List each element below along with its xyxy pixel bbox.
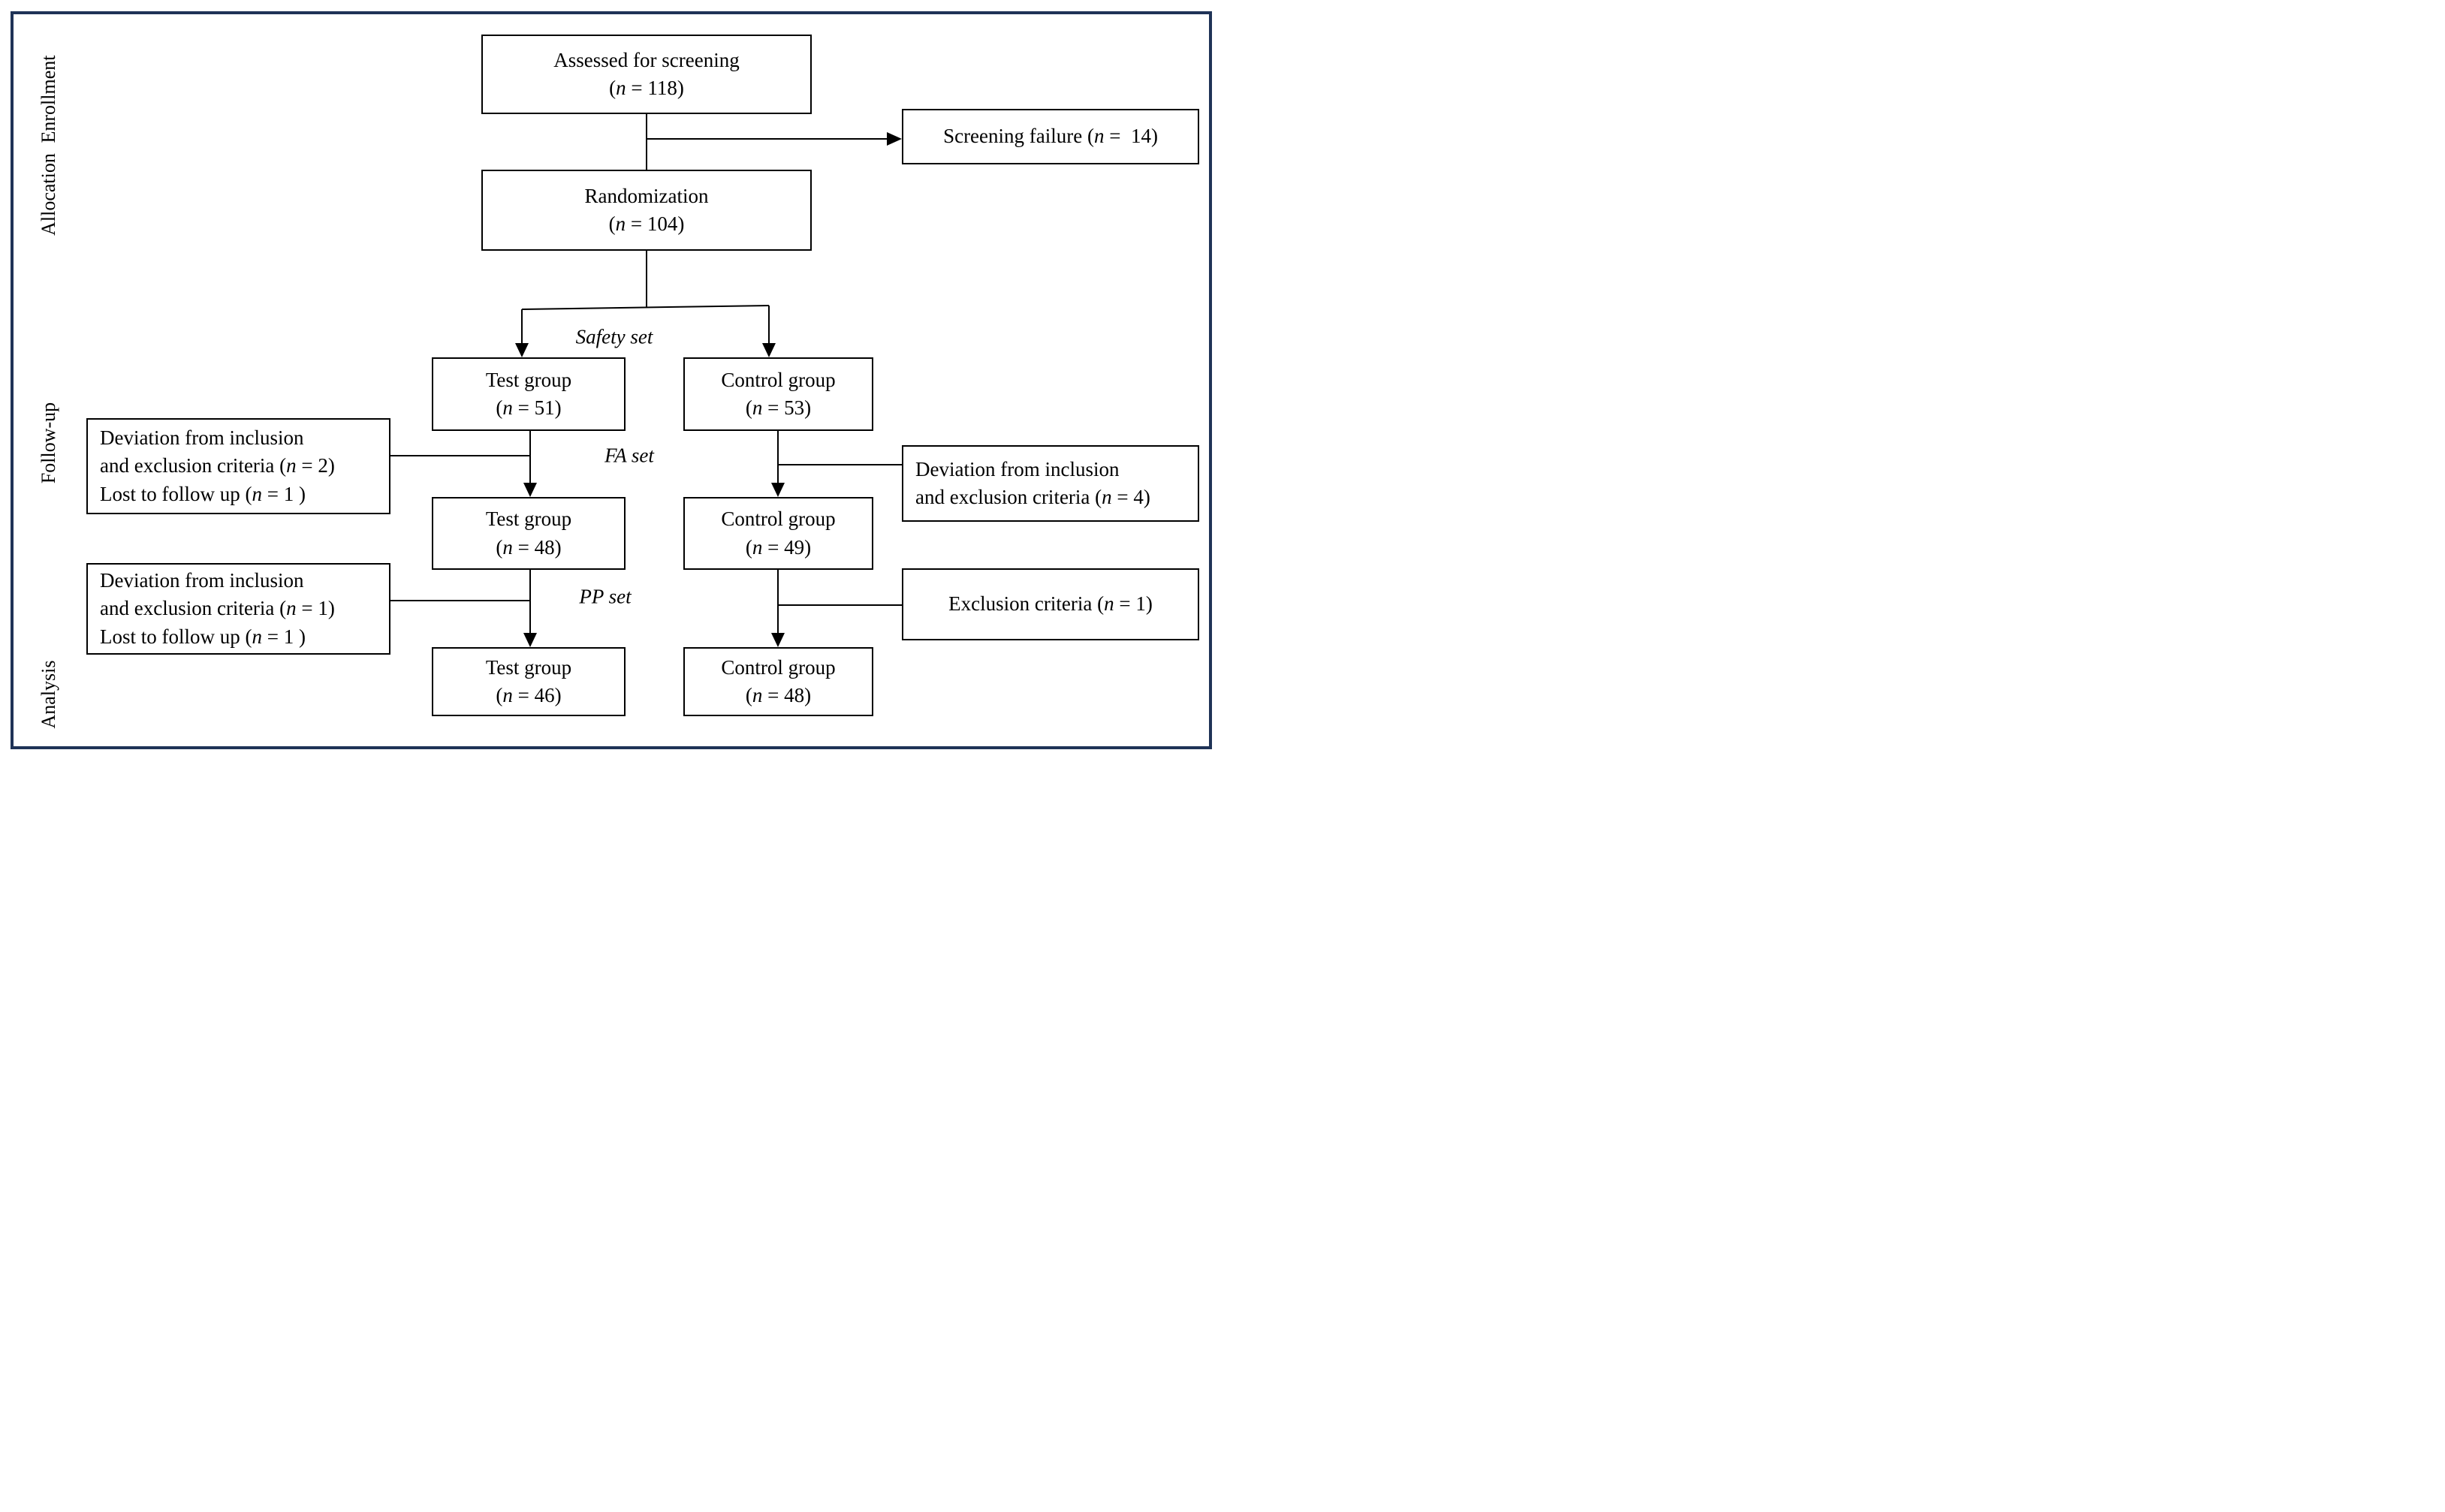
box-text-line: Deviation from inclusion: [915, 457, 1120, 480]
screening-failure-box: Screening failure (n = 14): [902, 109, 1199, 164]
box-text-line: and exclusion criteria (n = 4): [915, 486, 1150, 508]
box-text-line: Test group: [485, 655, 572, 679]
randomization-box: Randomization (n = 104): [481, 170, 812, 251]
control-group-safety-box: Control group (n = 53): [683, 357, 873, 431]
box-text-line: Screening failure (n = 14): [943, 125, 1158, 148]
box-text-line: (n = 51): [496, 396, 562, 419]
outer-frame: Enrollment Allocation Follow-up Analysis…: [11, 11, 1212, 749]
box-text-line: (n = 104): [608, 212, 685, 235]
box-text-line: (n = 118): [609, 77, 684, 99]
control-group-fa-box: Control group (n = 49): [683, 497, 873, 570]
consort-flow-diagram: Enrollment Allocation Follow-up Analysis…: [0, 0, 1222, 756]
box-text-line: Assessed for screening: [553, 48, 740, 71]
rail-label-follow-up: Follow-up: [38, 402, 59, 484]
box-text-line: Exclusion criteria (n = 1): [948, 592, 1153, 616]
fa-set-label: FA set: [604, 444, 654, 467]
box-text-line: (n = 48): [496, 535, 562, 559]
box-text-line: Control group: [721, 655, 836, 679]
box-text-line: Deviation from inclusion: [100, 569, 304, 592]
box-text-line: Lost to follow up (n = 1 ): [100, 482, 306, 505]
box-text-line: Control group: [721, 368, 836, 391]
rail-label-enrollment: Enrollment: [38, 55, 59, 143]
box-text-line: Test group: [485, 508, 572, 531]
flow-connectors: [376, 114, 902, 647]
box-text-line: (n = 49): [745, 535, 812, 559]
arrowheads: [515, 132, 902, 647]
control-group-pp-box: Control group (n = 48): [683, 647, 873, 716]
test-group-pp-box: Test group (n = 46): [432, 647, 626, 716]
rail-label-allocation: Allocation: [38, 153, 59, 236]
deviation-left-fa-box: Deviation from inclusion and exclusion cr…: [86, 418, 390, 514]
box-text-line: Test group: [485, 368, 572, 391]
box-text-line: Lost to follow up (n = 1 ): [100, 625, 306, 648]
rail-label-analysis: Analysis: [38, 660, 59, 729]
deviation-left-pp-box: Deviation from inclusion and exclusion cr…: [86, 563, 390, 655]
box-text-line: Deviation from inclusion: [100, 426, 304, 450]
test-group-safety-box: Test group (n = 51): [432, 357, 626, 431]
box-text-line: Control group: [721, 508, 836, 531]
box-text-line: Randomization: [584, 184, 709, 207]
diagram-canvas: Enrollment Allocation Follow-up Analysis…: [14, 14, 1209, 746]
box-text-line: and exclusion criteria (n = 1): [100, 597, 335, 620]
safety-set-label: Safety set: [575, 325, 653, 348]
box-text-line: (n = 46): [496, 684, 562, 706]
pp-set-label: PP set: [579, 585, 632, 608]
test-group-fa-box: Test group (n = 48): [432, 497, 626, 570]
deviation-right-fa-box: Deviation from inclusion and exclusion cr…: [902, 445, 1199, 522]
box-text-line: and exclusion criteria (n = 2): [100, 454, 335, 477]
box-text-line: (n = 48): [745, 684, 812, 706]
box-text-line: (n = 53): [745, 396, 812, 419]
exclusion-criteria-box: Exclusion criteria (n = 1): [902, 568, 1199, 640]
assessed-for-screening-box: Assessed for screening (n = 118): [481, 35, 812, 114]
